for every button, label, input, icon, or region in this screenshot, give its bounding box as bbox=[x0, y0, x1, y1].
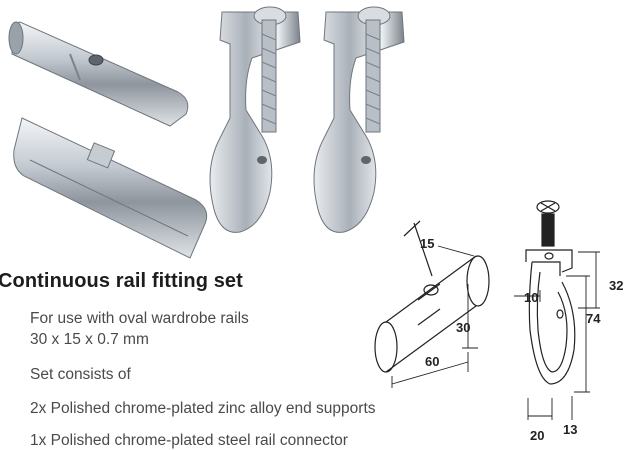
dimension-label: 10 bbox=[524, 290, 539, 305]
description-line-1: For use with oval wardrobe rails bbox=[30, 310, 249, 327]
dimension-label: 20 bbox=[530, 428, 545, 443]
description-line-2: 30 x 15 x 0.7 mm bbox=[30, 331, 149, 348]
connector-tube-photo bbox=[8, 21, 189, 127]
end-support-photo-2 bbox=[313, 6, 405, 233]
dimension-label: 74 bbox=[586, 311, 601, 326]
product-title: Continuous rail fitting set bbox=[0, 270, 243, 292]
dimension-label: 15 bbox=[420, 236, 435, 251]
description-line-4: 2x Polished chrome-plated zinc alloy end… bbox=[30, 400, 376, 417]
description-line-3: Set consists of bbox=[30, 366, 131, 383]
dimension-label: 60 bbox=[425, 354, 440, 369]
dimension-label: 13 bbox=[563, 422, 578, 437]
dimension-label: 30 bbox=[456, 320, 471, 335]
connector-channel-photo bbox=[13, 117, 208, 259]
dimension-label: 32 bbox=[609, 278, 624, 293]
end-support-photo-1 bbox=[209, 6, 301, 233]
